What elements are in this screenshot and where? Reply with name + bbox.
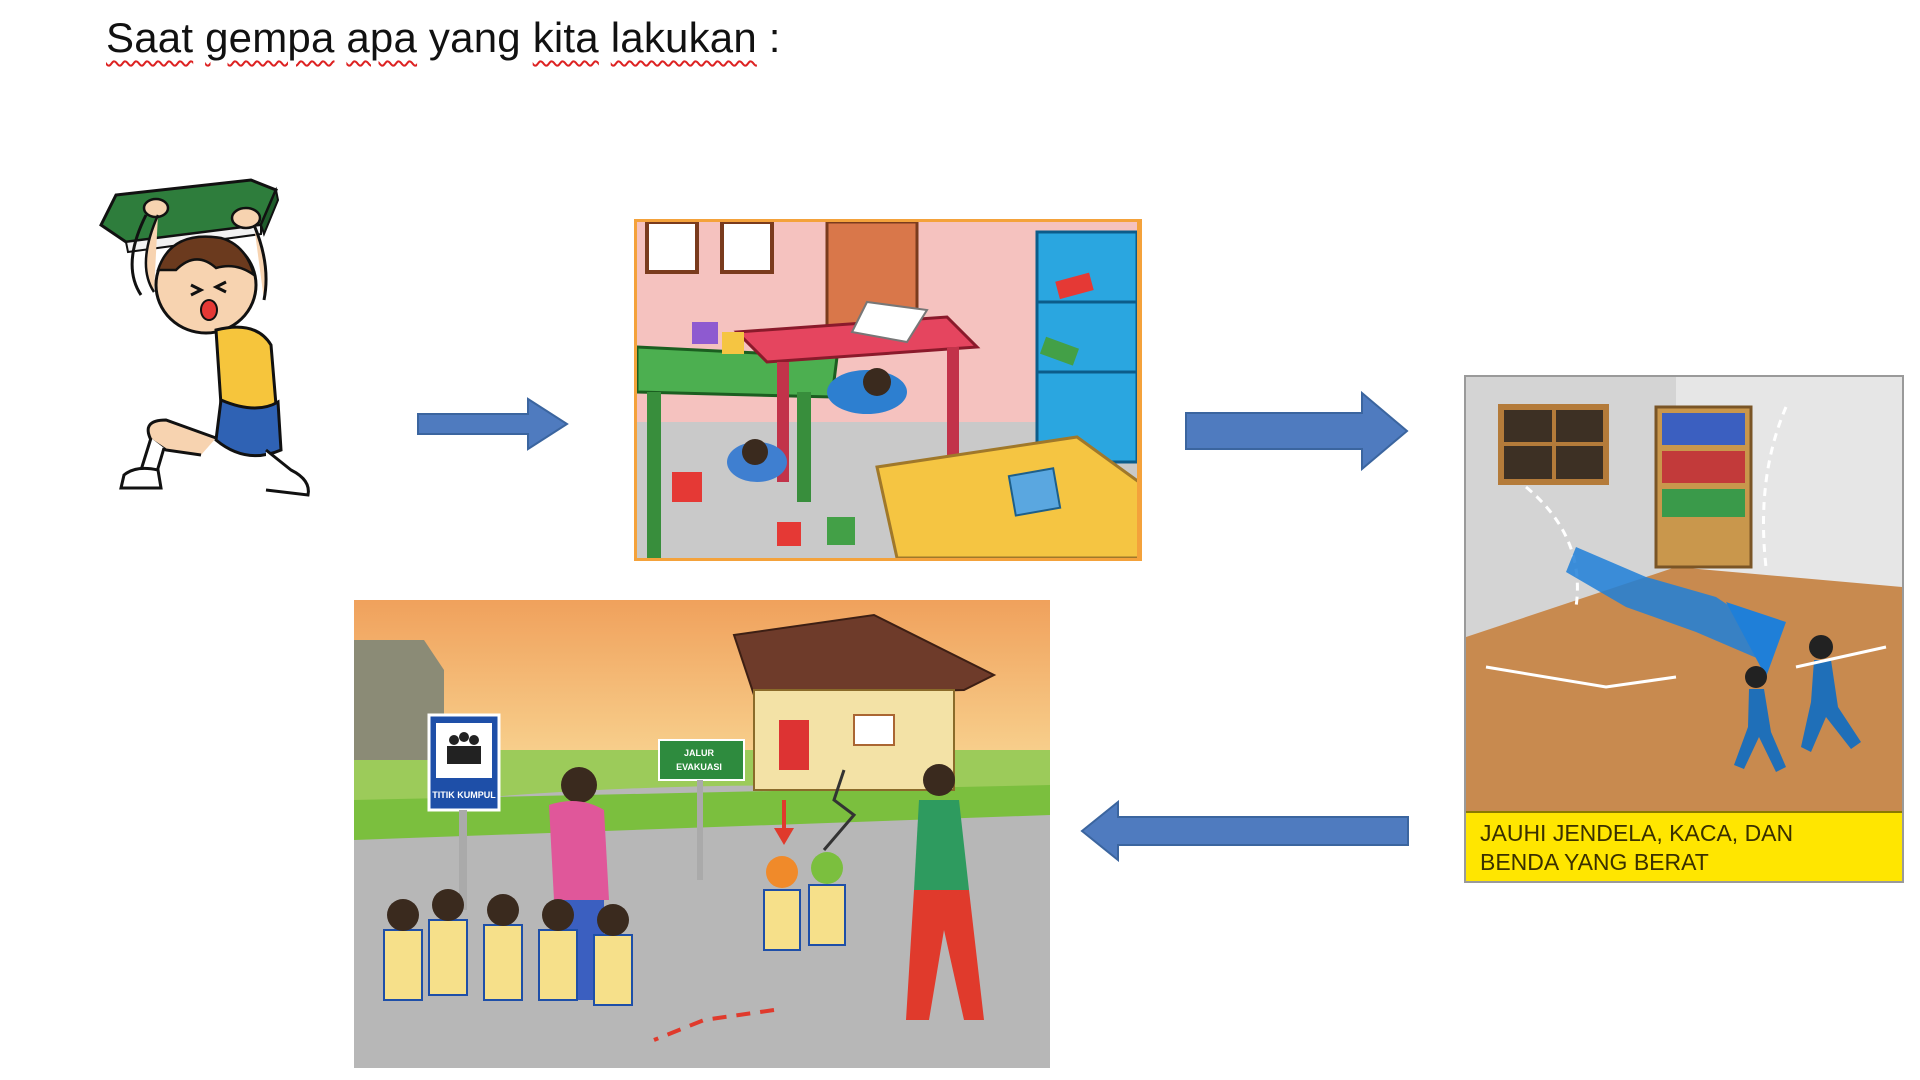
- title-colon: :: [756, 14, 781, 61]
- arrow-right-icon: [417, 397, 569, 451]
- boy-covering-head-illustration: [96, 170, 346, 500]
- title-word-kita: kita: [532, 14, 599, 61]
- assembly-point-illustration: TITIK KUMPUL JALUR EVAKUASI: [354, 600, 1050, 1068]
- avoid-windows-svg: [1466, 377, 1902, 815]
- caption-line-2: BENDA YANG BERAT: [1480, 849, 1709, 875]
- title-word-yang: yang: [417, 14, 533, 61]
- title-word-saat: Saat: [106, 14, 194, 61]
- title-space: [335, 14, 347, 61]
- sign-assembly-label: TITIK KUMPUL: [432, 790, 496, 800]
- boy-svg: [99, 178, 310, 497]
- classroom-svg: [637, 222, 1139, 558]
- sign-route-line1: JALUR: [684, 748, 715, 758]
- arrow-left-icon: [1080, 800, 1409, 862]
- assembly-svg: TITIK KUMPUL JALUR EVAKUASI: [354, 600, 1050, 1068]
- title-word-lakukan: lakukan: [610, 14, 757, 61]
- title-word-gempa: gempa: [205, 14, 335, 61]
- classroom-under-table-illustration: [634, 219, 1142, 561]
- arrow-right-icon: [1185, 390, 1409, 472]
- title-space: [599, 14, 611, 61]
- title-space: [193, 14, 205, 61]
- sign-route-line2: EVAKUASI: [676, 762, 722, 772]
- avoid-windows-caption: JAUHI JENDELA, KACA, DAN BENDA YANG BERA…: [1466, 811, 1902, 881]
- caption-line-1: JAUHI JENDELA, KACA, DAN: [1480, 820, 1794, 846]
- title-word-apa: apa: [346, 14, 418, 61]
- slide-title: Saat gempa apa yang kita lakukan :: [106, 14, 781, 62]
- avoid-windows-illustration: JAUHI JENDELA, KACA, DAN BENDA YANG BERA…: [1464, 375, 1904, 883]
